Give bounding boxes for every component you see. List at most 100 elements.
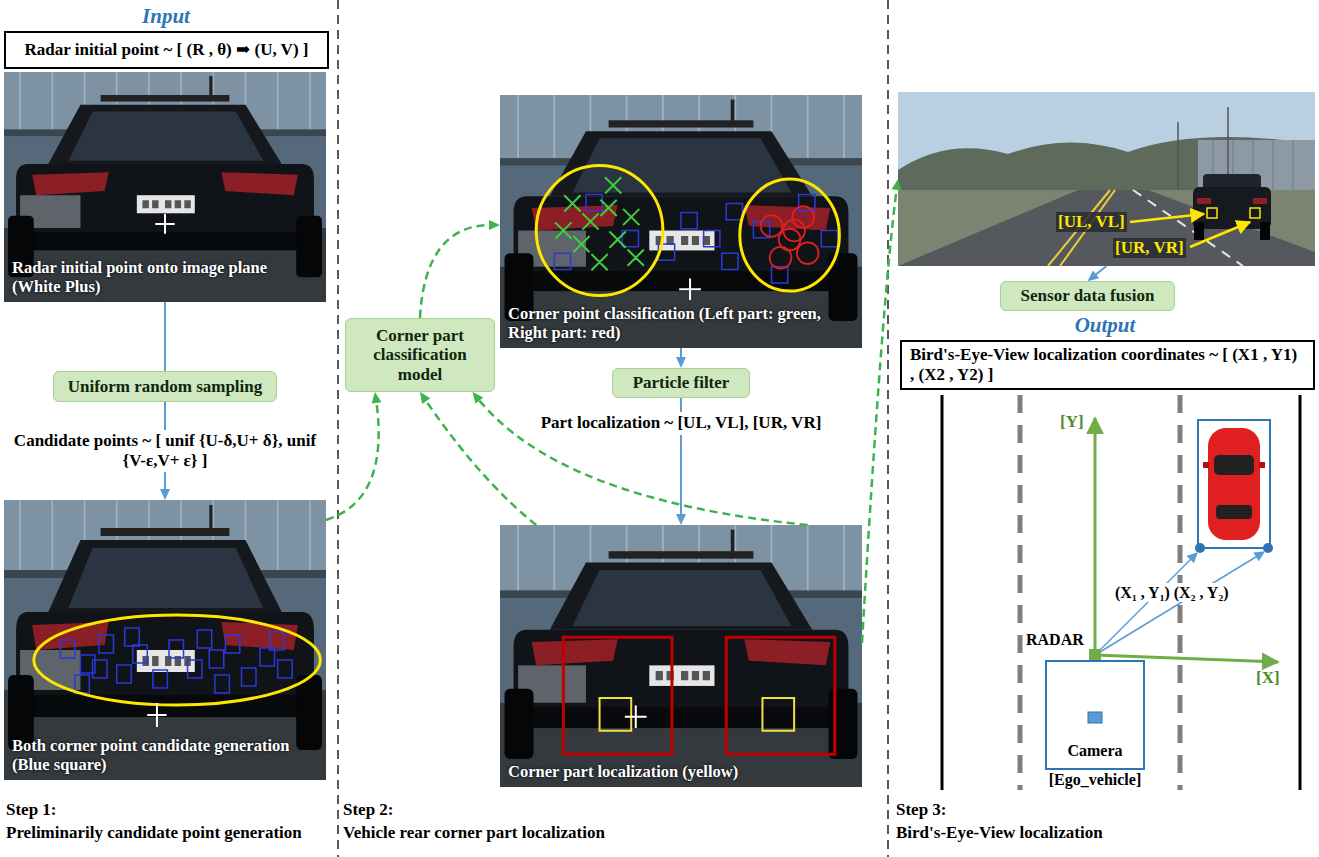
car-photo xyxy=(4,72,326,302)
point-label: [UR, VR] xyxy=(1113,238,1186,258)
model-box: Corner part classification model xyxy=(345,318,495,392)
axis-label: [Y] xyxy=(1060,412,1084,432)
process-text: Particle filter xyxy=(633,373,730,393)
arrowhead xyxy=(160,489,170,500)
step-number: Step 1: xyxy=(6,800,57,820)
arrowhead xyxy=(676,357,686,368)
camera-image: Radar initial point onto image plane (Wh… xyxy=(4,72,326,302)
car-photo xyxy=(555,177,644,270)
car-photo xyxy=(34,615,321,705)
step-title: Vehicle rear corner part localization xyxy=(343,823,605,843)
bev-road xyxy=(941,395,944,790)
process-box: Uniform random sampling xyxy=(53,371,277,402)
car-photo xyxy=(797,242,819,264)
leader-arrow xyxy=(1190,222,1250,247)
output-box: Bird's-Eye-View localization coordinates… xyxy=(900,340,1315,390)
bev-axis xyxy=(1094,418,1097,655)
image-caption: Corner point classification (Left part: … xyxy=(508,305,854,343)
camera-image: Both corner point candidate generation (… xyxy=(4,500,326,780)
point-label: [UL, VL] xyxy=(1056,212,1127,232)
input-box: Radar initial point ~ [ (R , θ) ➡ (U, V)… xyxy=(4,31,329,69)
target-car xyxy=(1216,505,1252,519)
car-photo xyxy=(4,500,326,780)
vehicle-label: [Ego_vehicle] xyxy=(1007,771,1183,789)
arrowhead xyxy=(1088,270,1100,281)
arrowhead xyxy=(420,392,430,404)
process-text: Uniform random sampling xyxy=(68,377,263,397)
box-text: Bird's-Eye-View localization coordinates… xyxy=(910,345,1305,384)
car-photo xyxy=(761,215,783,237)
radar-ray xyxy=(1095,552,1264,655)
arrowhead xyxy=(892,179,902,191)
target-car xyxy=(1198,420,1270,548)
dashed-arrow xyxy=(425,399,536,525)
car-photo xyxy=(761,206,819,268)
leader-arrow xyxy=(1130,214,1204,222)
road-photo xyxy=(1197,198,1211,204)
car-photo xyxy=(740,179,840,291)
car-photo xyxy=(60,628,292,693)
camera-image: Corner point classification (Left part: … xyxy=(500,95,862,348)
section-heading: Input xyxy=(66,4,266,29)
target-car xyxy=(1259,462,1265,468)
car-photo xyxy=(4,72,326,302)
target-car xyxy=(1208,428,1260,540)
dashed-arrow xyxy=(420,225,491,318)
connector xyxy=(862,179,902,643)
arrowhead xyxy=(473,392,484,404)
road-image: [UL, VL] [UR, VR] xyxy=(898,92,1315,266)
arrowhead xyxy=(372,392,382,404)
road-photo xyxy=(1260,222,1270,240)
connector xyxy=(1088,266,1107,281)
process-text: Corner part classification model xyxy=(351,326,489,385)
flow-arrow xyxy=(1094,266,1106,276)
connector xyxy=(326,392,381,520)
connector xyxy=(420,220,500,318)
image-caption: Both corner point candidate generation (… xyxy=(12,737,318,775)
camera-sensor xyxy=(1088,712,1102,723)
vehicle-label: Camera xyxy=(1047,742,1143,760)
step-number: Step 2: xyxy=(343,800,394,820)
target-car xyxy=(1263,543,1273,553)
process-box: Particle filter xyxy=(612,368,750,398)
process-box: Sensor data fusion xyxy=(1000,281,1175,311)
car-photo xyxy=(500,95,862,348)
dashed-arrow xyxy=(326,401,379,520)
car-photo xyxy=(500,525,862,787)
car-photo xyxy=(563,637,672,754)
image-caption: Corner part localization (yellow) xyxy=(508,763,854,782)
car-photo xyxy=(536,165,663,295)
step-title: Preliminarily candidate point generation xyxy=(6,823,302,843)
target-car xyxy=(1214,455,1254,475)
box-text: Radar initial point ~ [ (R , θ) ➡ (U, V)… xyxy=(25,40,309,60)
connector xyxy=(165,302,166,371)
car-photo xyxy=(770,247,792,269)
dashed-arrow xyxy=(862,188,897,643)
bev-axis xyxy=(1095,418,1278,662)
section-heading: Output xyxy=(1005,313,1205,338)
step-title: Bird's-Eye-View localization xyxy=(896,823,1103,843)
sensor-label: RADAR xyxy=(1026,630,1084,649)
coordinate-label: (X₁ , Y₁) (X₂ , Y₂) xyxy=(1112,583,1232,602)
bev-road xyxy=(942,395,1300,790)
camera-image: Corner part localization (yellow) xyxy=(500,525,862,787)
car-photo xyxy=(762,698,794,731)
arrowhead xyxy=(489,220,500,230)
bev-road xyxy=(1018,395,1023,790)
car-photo xyxy=(4,500,326,780)
road-photo xyxy=(1194,222,1204,240)
step-divider xyxy=(338,0,888,857)
car-photo xyxy=(554,194,837,283)
car-photo xyxy=(783,220,805,242)
step-divider xyxy=(337,0,338,857)
flow-arrow xyxy=(164,302,166,371)
ego-vehicle-box: Camera[Ego_vehicle] xyxy=(1045,660,1145,770)
connector xyxy=(676,348,686,368)
edge-label: Candidate points ~ [ unif {U-δ,U+ δ}, un… xyxy=(6,430,324,473)
car-photo xyxy=(500,95,862,348)
process-text: Sensor data fusion xyxy=(1021,286,1155,306)
axis-label: [X] xyxy=(1256,668,1280,688)
car-photo xyxy=(679,278,701,300)
car-photo xyxy=(600,698,632,731)
